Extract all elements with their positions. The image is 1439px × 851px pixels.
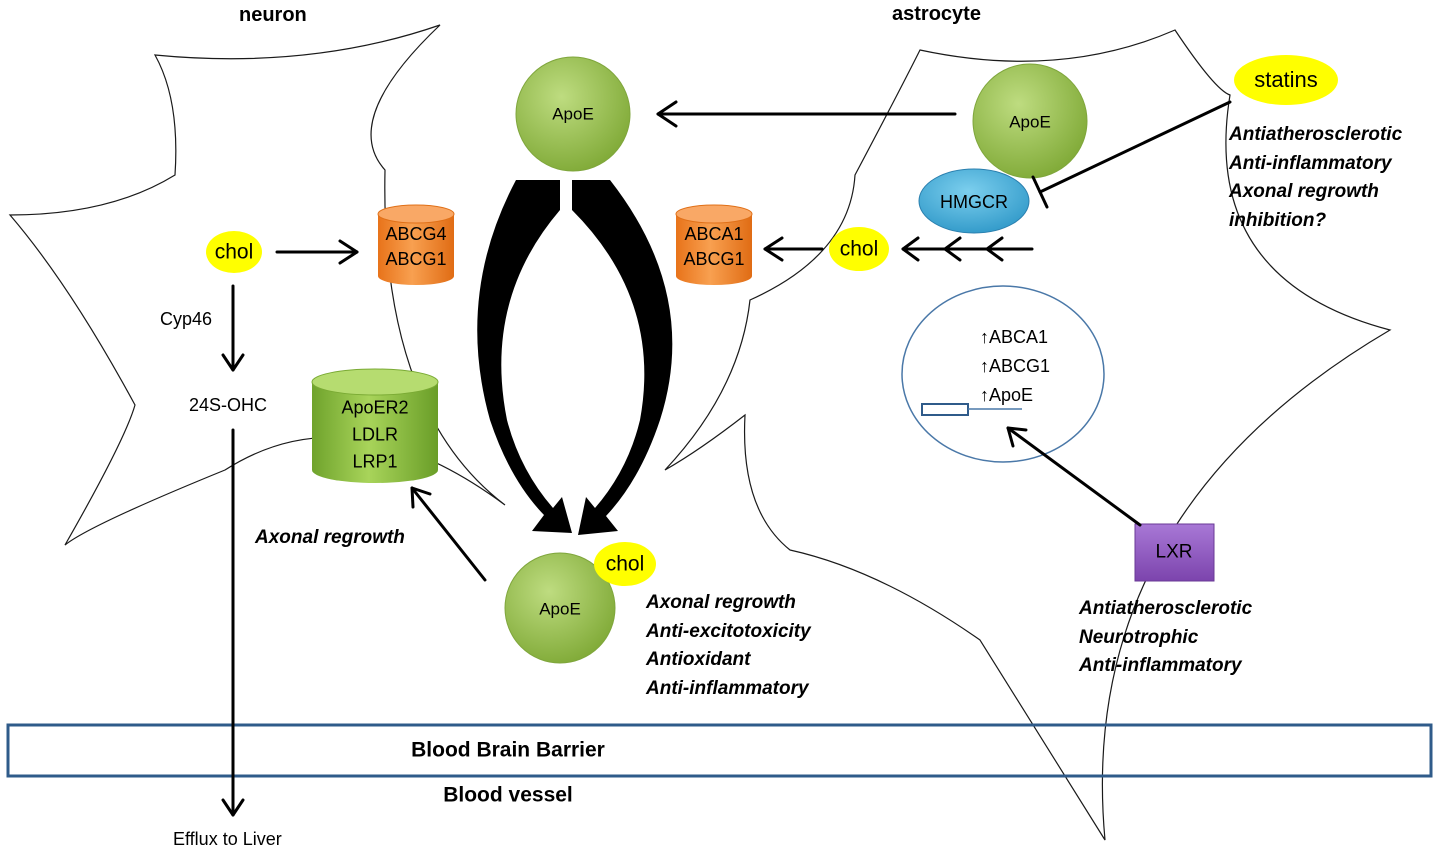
gene-apoe: ↑ApoE xyxy=(980,385,1034,405)
statins-bg xyxy=(1234,55,1338,105)
apoe-chol-effect-3: Antioxidant xyxy=(646,649,751,670)
statins-effect-1: Antiatherosclerotic xyxy=(1229,124,1403,145)
apoe-top-label: ApoE xyxy=(552,104,594,124)
transporter-astrocyte-1: ABCA1 xyxy=(684,224,744,244)
lxr-effect-3: Anti-inflammatory xyxy=(1079,655,1242,676)
arrows xyxy=(221,100,1232,817)
statins-effects: Antiatherosclerotic Anti-inflammatory Ax… xyxy=(1229,121,1402,235)
apoe-bottom-circle xyxy=(504,552,616,664)
receptor-2: LDLR xyxy=(351,424,399,445)
apoe-chol-effect-1: Axonal regrowth xyxy=(646,592,796,613)
receptor-cylinder xyxy=(311,368,439,483)
astrocyte-outline xyxy=(664,29,1392,841)
apoe-top-circle xyxy=(515,56,631,172)
receptor-label: ApoER2 LDLR LRP1 xyxy=(341,395,408,476)
apoe-chol-effect-4: Anti-inflammatory xyxy=(646,677,809,699)
neuron-title: neuron xyxy=(239,4,307,26)
gene-box xyxy=(921,403,969,416)
lxr-label: LXR xyxy=(1155,541,1193,563)
lxr-box xyxy=(1134,523,1215,582)
chol-bottom-bg xyxy=(594,542,656,586)
statins-label: statins xyxy=(1254,67,1318,92)
neuron-outline xyxy=(8,24,506,546)
receptor-effect: Axonal regrowth xyxy=(255,527,405,548)
efflux-label: Efflux to Liver xyxy=(173,829,282,849)
nucleus-genes: ↑ABCA1 ↑ABCG1 ↑ApoE xyxy=(980,323,1050,410)
lxr-effect-2: Neurotrophic xyxy=(1079,626,1199,648)
statins-effect-3: Axonal regrowth xyxy=(1229,181,1379,202)
apoe-chol-effect-2: Anti-excitotoxicity xyxy=(646,620,811,642)
receptor-1: ApoER2 xyxy=(341,397,409,418)
chol-astrocyte-label: chol xyxy=(839,237,879,261)
cyp46-label: Cyp46 xyxy=(160,309,213,329)
bbb-label: Blood Brain Barrier xyxy=(411,738,605,762)
statins-effect-4: inhibition? xyxy=(1229,209,1327,231)
lxr-effect-1: Antiatherosclerotic xyxy=(1079,598,1253,619)
hmgcr-label: HMGCR xyxy=(940,192,1008,212)
hmgcr-ellipse xyxy=(918,168,1030,234)
apoe-astrocyte-circle xyxy=(972,63,1088,179)
lxr-effects: Antiatherosclerotic Neurotrophic Anti-in… xyxy=(1079,595,1252,681)
transporter-neuron-label: ABCG4 ABCG1 xyxy=(385,222,446,272)
nucleus xyxy=(901,285,1105,463)
gene-abcg1: ↑ABCG1 xyxy=(980,356,1051,376)
metabolite-label: 24S-OHC xyxy=(189,395,268,415)
transporter-astrocyte-cylinder xyxy=(675,204,753,285)
chol-neuron-bg xyxy=(206,231,262,273)
transporter-neuron-cylinder xyxy=(377,204,455,285)
bbb-rect xyxy=(6,723,1433,778)
statins-effect-2: Anti-inflammatory xyxy=(1229,152,1392,174)
curved-arrow-left xyxy=(477,180,572,533)
blood-vessel-label: Blood vessel xyxy=(443,783,573,807)
apoe-bottom-label: ApoE xyxy=(539,599,581,619)
curved-arrow-right xyxy=(572,180,673,535)
chol-neuron-label: chol xyxy=(214,240,254,264)
gene-abca1: ↑ABCA1 xyxy=(980,327,1049,347)
apoe-astrocyte-label: ApoE xyxy=(1009,112,1051,132)
transporter-astrocyte-label: ABCA1 ABCG1 xyxy=(683,222,744,272)
apoe-chol-effects: Axonal regrowth Anti-excitotoxicity Anti… xyxy=(646,589,811,703)
astrocyte-title: astrocyte xyxy=(892,3,981,25)
receptor-3: LRP1 xyxy=(352,451,398,472)
chol-bottom-label: chol xyxy=(605,552,645,576)
transporter-neuron-1: ABCG4 xyxy=(385,224,447,244)
transporter-astrocyte-2: ABCG1 xyxy=(683,249,745,269)
chol-astrocyte-bg xyxy=(829,227,889,271)
transporter-neuron-2: ABCG1 xyxy=(385,249,447,269)
